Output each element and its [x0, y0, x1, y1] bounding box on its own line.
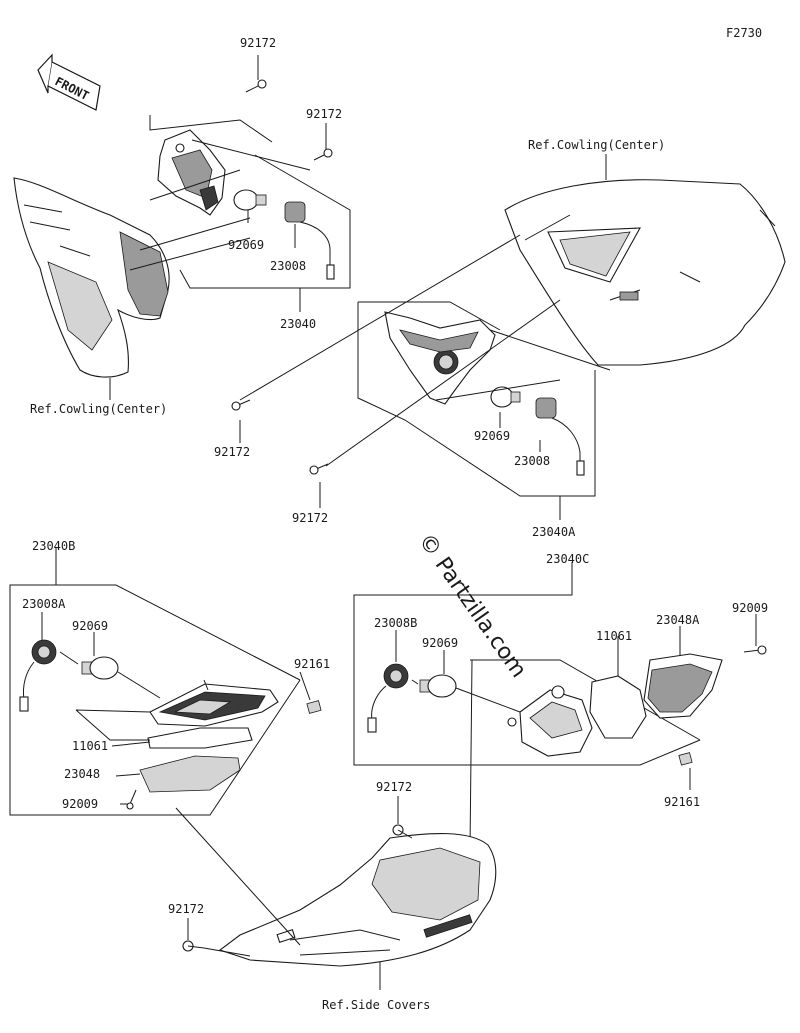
- callout-23040C: 23040C: [546, 552, 589, 566]
- bulb-92069-right-icon: [419, 674, 457, 698]
- callout-92009-left: 92009: [62, 797, 98, 811]
- socket-23008B-icon: [367, 663, 409, 733]
- callout-23048: 23048: [64, 767, 100, 781]
- lens-23048A-shape: [643, 653, 723, 719]
- callout-92069-mid: 92069: [474, 429, 510, 443]
- screw-92172-lower-a-icon: [392, 824, 413, 839]
- side-cover-shape: [218, 832, 497, 967]
- housing-right-shape: [507, 685, 593, 757]
- bulb-92069-upper-icon: [233, 189, 267, 211]
- right-cowling-shape: [504, 179, 786, 366]
- callout-23008-mid: 23008: [514, 454, 550, 468]
- callout-92172-upper: 92172: [306, 107, 342, 121]
- screw-92172-lower-b-icon: [182, 940, 205, 952]
- socket-23008-upper-icon: [284, 201, 335, 280]
- left-cowling-shape: [13, 177, 170, 378]
- callout-92069-right: 92069: [422, 636, 458, 650]
- bulb-92069-left-icon: [81, 656, 119, 680]
- nut-92161-right-icon: [678, 752, 693, 766]
- screw-92172-top-icon: [245, 79, 267, 93]
- screw-92009-right-icon: [743, 645, 767, 655]
- callout-23040A: 23040A: [532, 525, 576, 539]
- callout-23048A: 23048A: [656, 613, 700, 627]
- callout-92172-mid-left: 92172: [214, 445, 250, 459]
- callout-23008-upper: 23008: [270, 259, 306, 273]
- callout-11061-right: 11061: [596, 629, 632, 643]
- callout-92069-left: 92069: [72, 619, 108, 633]
- ref-side-covers: Ref.Side Covers: [322, 998, 430, 1012]
- callout-92009-right: 92009: [732, 601, 768, 615]
- gasket-11061-left-shape: [147, 727, 253, 749]
- callout-92172-top: 92172: [240, 36, 276, 50]
- callout-92161-right: 92161: [664, 795, 700, 809]
- callout-23008B: 23008B: [374, 616, 417, 630]
- callout-23008A: 23008A: [22, 597, 66, 611]
- ref-cowling-left: Ref.Cowling(Center): [30, 402, 167, 416]
- callout-23040B: 23040B: [32, 539, 75, 553]
- screw-92172-mid-left-icon: [231, 399, 251, 411]
- nut-92161-left-icon: [306, 700, 322, 714]
- gasket-11061-right-shape: [589, 675, 647, 739]
- figure-code: F2730: [726, 26, 762, 40]
- lens-23048-left-shape: [139, 755, 241, 793]
- screw-92009-left-icon: [126, 789, 137, 810]
- mid-bracket-23040A: [384, 311, 496, 405]
- socket-23008A-icon: [19, 639, 57, 712]
- callout-92172-lower-b: 92172: [168, 902, 204, 916]
- callout-92172-lower-a: 92172: [376, 780, 412, 794]
- front-arrow-icon: FRONT: [37, 53, 101, 111]
- ref-cowling-right: Ref.Cowling(Center): [528, 138, 665, 152]
- bulb-92069-mid-icon: [490, 386, 521, 408]
- callout-23040: 23040: [280, 317, 316, 331]
- callout-92161-left: 92161: [294, 657, 330, 671]
- upper-bracket-23040: [157, 129, 226, 216]
- socket-23008-mid-icon: [535, 397, 585, 476]
- housing-left-shape: [149, 683, 279, 727]
- screw-92172-upper-icon: [313, 148, 333, 161]
- callout-92069-upper: 92069: [228, 238, 264, 252]
- callout-92172-mid-low: 92172: [292, 511, 328, 525]
- callout-11061-left: 11061: [72, 739, 108, 753]
- screw-92172-mid-low-icon: [309, 463, 329, 475]
